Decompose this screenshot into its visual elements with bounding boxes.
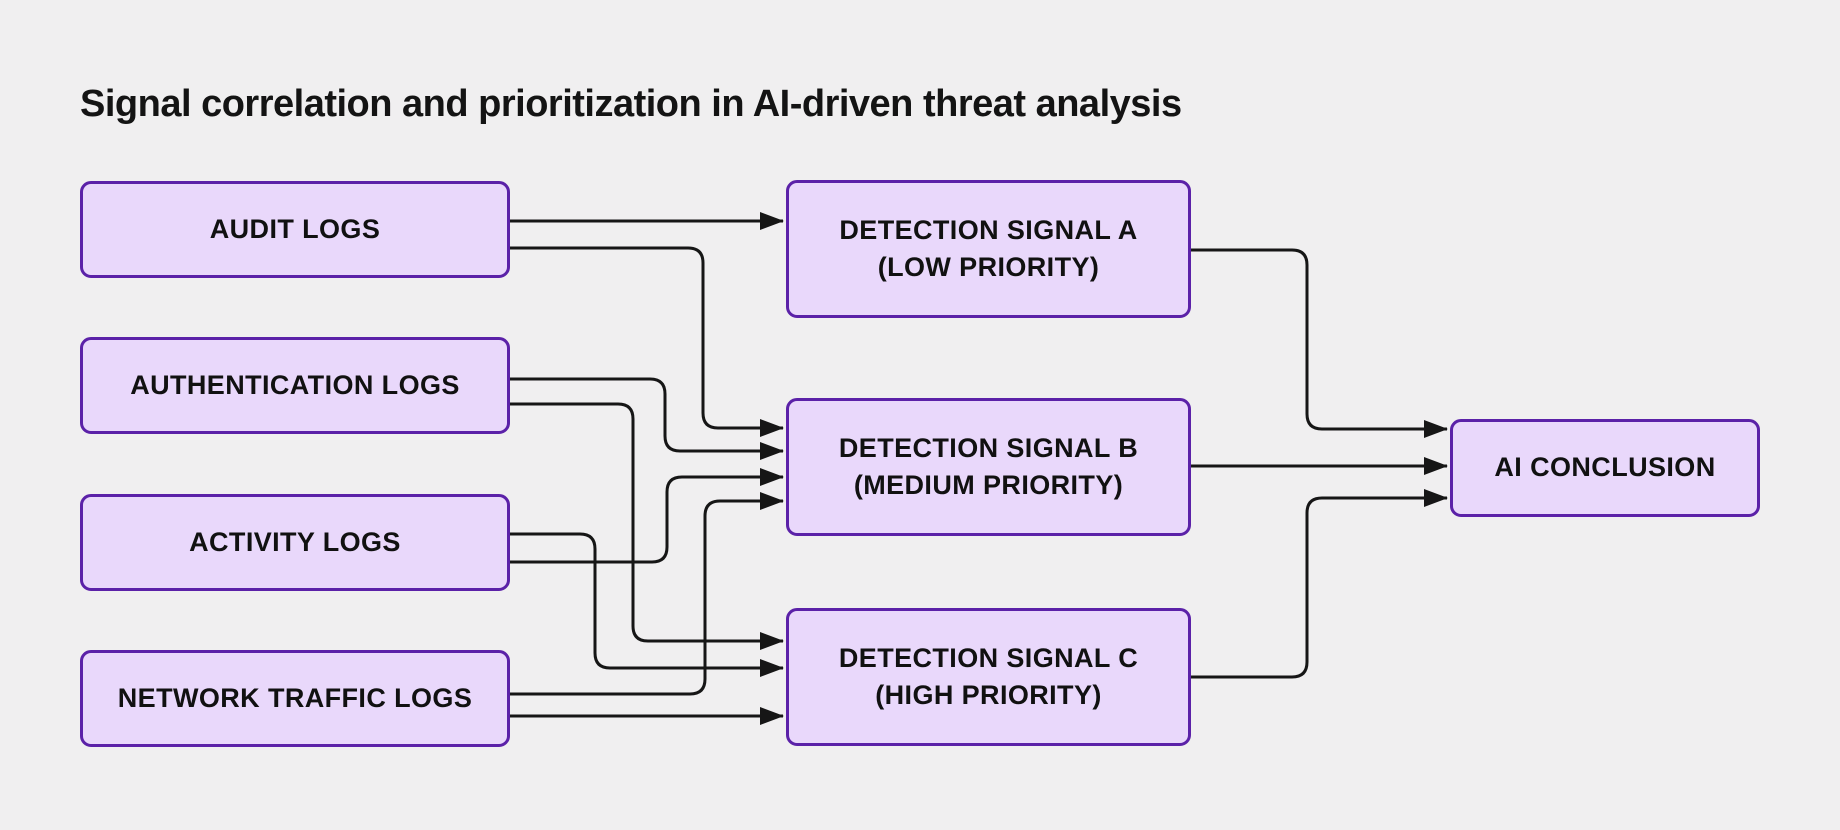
edge-detection-signal-a-to-ai-conclusion	[1191, 248, 1448, 438]
edge-audit-logs-to-detection-signal-b	[510, 246, 784, 437]
node-label: DETECTION SIGNAL A	[839, 214, 1138, 245]
node-authentication-logs: AUTHENTICATION LOGS	[80, 337, 510, 434]
node-activity-logs: ACTIVITY LOGS	[80, 494, 510, 591]
node-label: DETECTION SIGNAL C	[838, 642, 1139, 673]
node-label: AI CONCLUSION	[1494, 452, 1716, 483]
edge-detection-signal-c-to-ai-conclusion	[1191, 489, 1448, 679]
node-label: AUDIT LOGS	[209, 213, 381, 244]
node-label: ACTIVITY LOGS	[189, 526, 401, 557]
node-sublabel: (HIGH PRIORITY)	[875, 680, 1102, 710]
node-ai-conclusion: AI CONCLUSION	[1450, 419, 1760, 517]
node-detection-signal-b: DETECTION SIGNAL B (MEDIUM PRIORITY)	[786, 398, 1191, 536]
edge-activity-logs-to-detection-signal-b	[510, 468, 784, 564]
diagram-title: Signal correlation and prioritization in…	[80, 83, 1182, 125]
node-network-traffic-logs: NETWORK TRAFFIC LOGS	[80, 650, 510, 747]
edge-activity-logs-to-detection-signal-c	[510, 532, 784, 677]
node-label: DETECTION SIGNAL B	[838, 432, 1139, 463]
node-label: NETWORK TRAFFIC LOGS	[117, 682, 473, 713]
node-audit-logs: AUDIT LOGS	[80, 181, 510, 278]
node-detection-signal-c: DETECTION SIGNAL C (HIGH PRIORITY)	[786, 608, 1191, 746]
edge-group	[510, 212, 1448, 725]
node-detection-signal-a: DETECTION SIGNAL A (LOW PRIORITY)	[786, 180, 1191, 318]
edge-authentication-logs-to-detection-signal-c	[510, 402, 784, 650]
node-label: AUTHENTICATION LOGS	[130, 369, 460, 400]
node-sublabel: (LOW PRIORITY)	[877, 252, 1100, 282]
edge-network-traffic-logs-to-detection-signal-b	[510, 492, 784, 696]
node-sublabel: (MEDIUM PRIORITY)	[853, 470, 1124, 500]
edge-authentication-logs-to-detection-signal-b	[510, 377, 784, 460]
